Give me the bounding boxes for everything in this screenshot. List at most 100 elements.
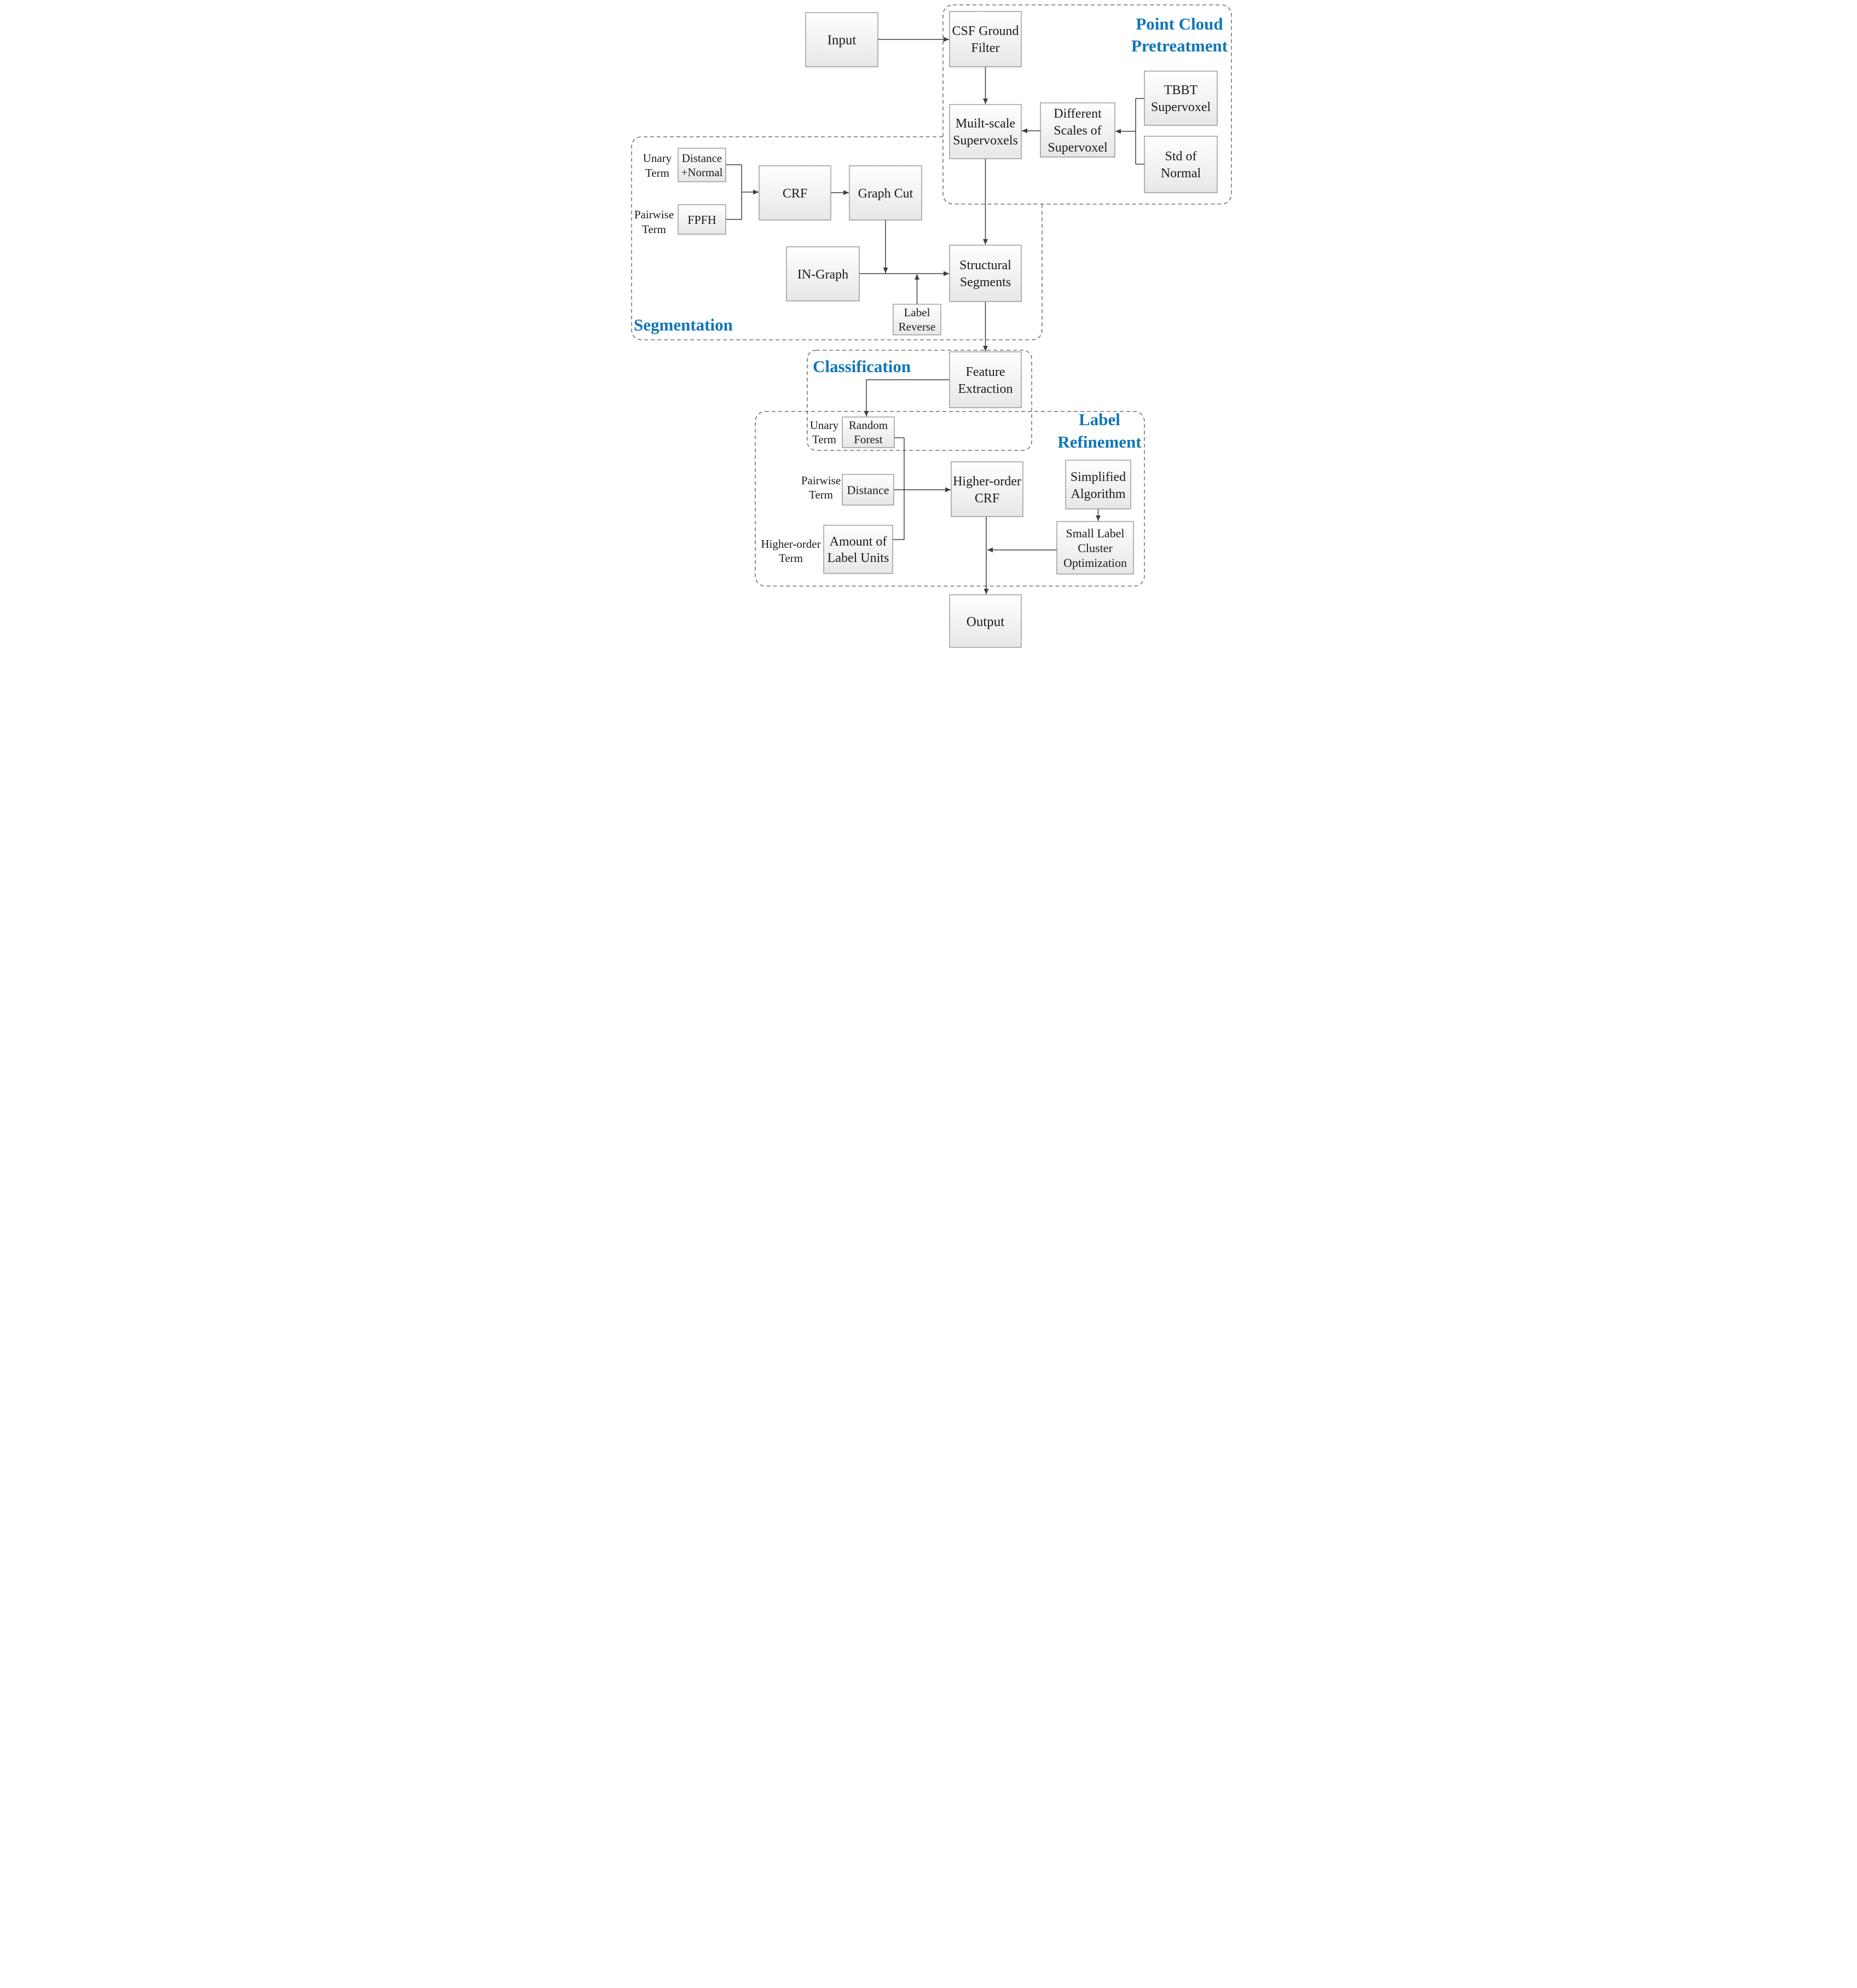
tbbt-label-line1: TBBT [1164, 83, 1198, 97]
pairwise-term-seg-line1: Pairwise [634, 208, 674, 221]
box-output: Output [949, 594, 1022, 648]
distance-normal-label-line1: Distance [682, 152, 722, 165]
different-scales-label-line3: Supervoxel [1048, 141, 1108, 155]
feature-extraction-label-line1: Feature [966, 365, 1005, 379]
in-graph-label: IN-Graph [797, 268, 848, 282]
arrow-feature-extraction-to-random-forest [864, 379, 950, 416]
structural-segments-label-line2: Segments [960, 275, 1011, 289]
box-fpfh: FPFH [678, 204, 726, 235]
crf-label: CRF [783, 187, 807, 201]
output-label: Output [967, 615, 1005, 629]
label-reverse-label-line2: Reverse [899, 320, 936, 333]
graph-cut-box-rect [849, 165, 922, 221]
small-label-cluster-label-line1: Small Label [1066, 526, 1125, 540]
region-title-classification: Classification [813, 357, 911, 376]
multiscale-box-rect [949, 104, 1022, 159]
unary-term-cls-line1: Unary [810, 419, 839, 432]
std-normal-label-line2: Normal [1161, 166, 1201, 181]
unary-term-seg-line2: Term [645, 166, 669, 179]
label-unary-term-classification: Unary Term [810, 419, 839, 446]
csf-label-line2: Filter [971, 41, 1000, 55]
output-box-rect [949, 594, 1022, 648]
label-higher-order-term-refinement: Higher-order Term [761, 537, 820, 565]
region-label-refinement-border [755, 411, 1145, 587]
box-simplified-algorithm: Simplified Algorithm [1065, 460, 1131, 509]
std-normal-label-line1: Std of [1165, 149, 1196, 164]
label-reverse-box-rect [893, 304, 941, 335]
higher-order-term-ref-line1: Higher-order [761, 537, 820, 550]
random-forest-label-line1: Random [849, 419, 888, 432]
box-std-of-normal: Std of Normal [1144, 136, 1218, 193]
box-amount-of-label-units: Amount of Label Units [823, 525, 893, 574]
region-title-segmentation: Segmentation [634, 315, 733, 334]
input-box-rect [805, 12, 878, 67]
box-distance: Distance [842, 474, 894, 506]
amount-of-label-units-label-line2: Label Units [828, 551, 889, 565]
region-classification-border [807, 350, 1032, 451]
bracket-tbbt-std [1135, 98, 1144, 165]
pairwise-term-ref-line1: Pairwise [801, 474, 841, 487]
region-pretreatment-border [942, 4, 1232, 205]
crf-box-rect [759, 165, 831, 221]
box-input: Input [805, 12, 878, 67]
higher-order-crf-label-line2: CRF [975, 491, 999, 506]
structural-segments-label-line1: Structural [959, 258, 1011, 273]
box-csf-ground-filter: CSF Ground Filter [949, 11, 1022, 67]
random-forest-box-rect [842, 416, 895, 448]
unary-term-cls-line2: Term [812, 433, 836, 446]
box-different-scales: Different Scales of Supervoxel [1040, 102, 1115, 158]
label-unary-term-segmentation: Unary Term [643, 152, 672, 179]
structural-segments-box-rect [949, 245, 1022, 302]
region-title-label-refinement: Label Refinement [1057, 410, 1142, 451]
box-crf: CRF [759, 165, 831, 221]
bracket-distance-normal-fpfh [726, 164, 742, 220]
distance-label: Distance [847, 483, 889, 497]
label-reverse-label-line1: Label [904, 306, 930, 319]
distance-normal-box-rect [678, 148, 726, 182]
small-label-cluster-label-line2: Cluster [1078, 541, 1113, 555]
bus-random-forest-to-amount-of-label-units [893, 437, 905, 540]
box-higher-order-crf: Higher-order CRF [951, 461, 1023, 517]
csf-box-rect [949, 11, 1022, 67]
random-forest-label-line2: Forest [854, 433, 883, 446]
region-title-pretreatment: Point Cloud Pretreatment [1131, 14, 1228, 55]
region-segmentation-border [631, 136, 1043, 340]
fpfh-box-rect [678, 204, 726, 235]
graph-cut-label: Graph Cut [858, 187, 913, 201]
different-scales-label-line1: Different [1054, 107, 1102, 121]
tbbt-box-rect [1144, 71, 1218, 126]
box-random-forest: Random Forest [842, 416, 895, 448]
std-normal-box-rect [1144, 136, 1218, 193]
box-graph-cut: Graph Cut [849, 165, 922, 221]
box-distance-normal: Distance +Normal [678, 148, 726, 182]
pairwise-term-ref-line2: Term [809, 488, 833, 501]
distance-normal-label-line2: +Normal [681, 166, 723, 179]
box-structural-segments: Structural Segments [949, 245, 1022, 302]
higher-order-crf-label-line1: Higher-order [953, 474, 1021, 489]
csf-label-line1: CSF Ground [952, 24, 1019, 38]
different-scales-label-line2: Scales of [1054, 124, 1101, 138]
amount-of-label-units-box-rect [823, 525, 893, 574]
feature-extraction-label-line2: Extraction [958, 382, 1013, 396]
higher-order-crf-box-rect [951, 461, 1023, 517]
label-pairwise-term-segmentation: Pairwise Term [634, 208, 674, 236]
small-label-cluster-label-line3: Optimization [1063, 556, 1127, 570]
box-feature-extraction: Feature Extraction [949, 351, 1022, 408]
pretreatment-title-line1: Point Cloud [1136, 14, 1223, 33]
amount-of-label-units-label-line1: Amount of [830, 535, 887, 549]
label-refinement-title-line2: Refinement [1057, 432, 1142, 451]
simplified-algorithm-label-line1: Simplified [1071, 470, 1126, 484]
input-label: Input [828, 33, 857, 48]
unary-term-seg-line1: Unary [643, 152, 672, 165]
higher-order-term-ref-line2: Term [779, 552, 803, 565]
point-cloud-pipeline-flowchart: Point Cloud Pretreatment Segmentation Cl… [631, 4, 1232, 648]
fpfh-label: FPFH [687, 213, 716, 227]
label-refinement-title-line1: Label [1079, 410, 1120, 429]
pretreatment-title-line2: Pretreatment [1131, 36, 1228, 55]
distance-box-rect [842, 474, 894, 506]
tbbt-label-line2: Supervoxel [1151, 100, 1211, 114]
multiscale-label-line1: Muilt-scale [956, 117, 1015, 131]
in-graph-box-rect [786, 246, 860, 302]
small-label-cluster-box-rect [1056, 521, 1134, 575]
box-small-label-cluster: Small Label Cluster Optimization [1056, 521, 1134, 575]
